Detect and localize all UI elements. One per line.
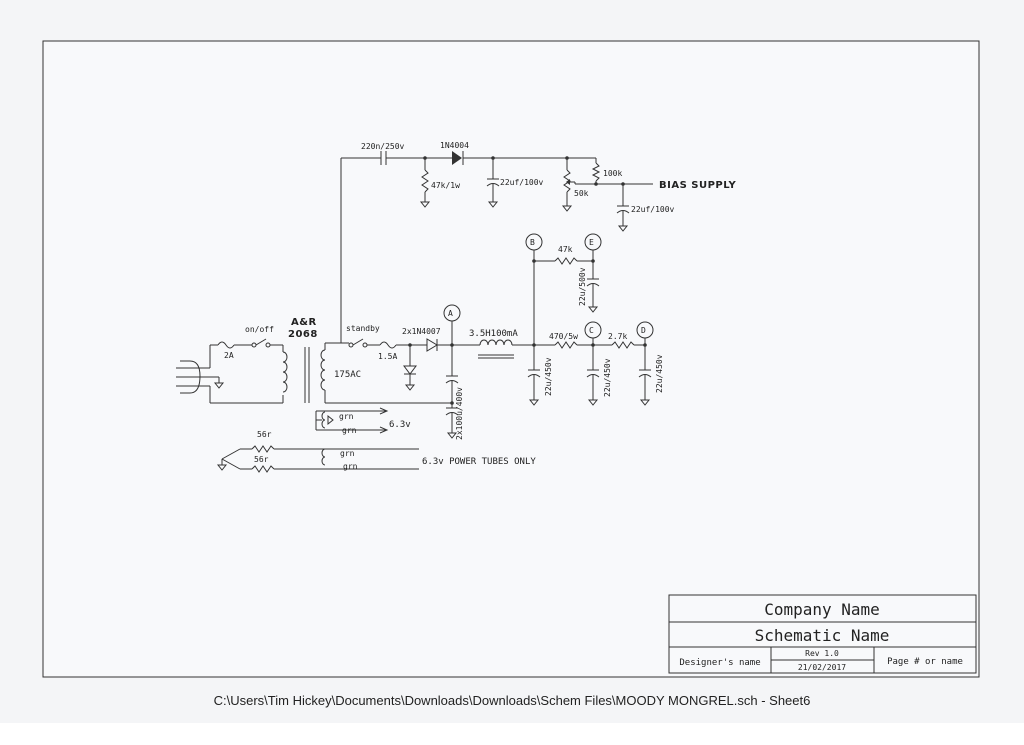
bias-supply-section xyxy=(340,151,653,343)
sheet-border xyxy=(42,40,980,678)
cap-bias1-label: 22uf/100v xyxy=(500,178,544,187)
power-tube-heater-section xyxy=(216,445,419,473)
cap-c-label: 22u/450v xyxy=(603,358,612,397)
rectifier-diodes-label: 2x1N4007 xyxy=(402,327,441,336)
bias-supply-label: BIAS SUPPLY xyxy=(659,180,737,191)
res-27k-label: 2.7k xyxy=(608,332,627,341)
node-e-label: E xyxy=(589,238,594,247)
cap-220n-label: 220n/250v xyxy=(361,142,405,151)
node-a-label: A xyxy=(448,309,453,318)
power-heater-wire-label-2: grn xyxy=(343,462,358,471)
transformer-brand-label: A&R xyxy=(291,317,317,328)
node-b-label: B xyxy=(530,238,535,247)
power-tube-heater-label: 6.3v POWER TUBES ONLY xyxy=(422,457,536,467)
res-47k-label: 47k xyxy=(558,245,573,254)
heater-voltage-label: 6.3v xyxy=(389,420,411,430)
onoff-switch-label: on/off xyxy=(245,325,274,334)
mains-input-section xyxy=(176,338,284,404)
hv-secondary-label: 175AC xyxy=(334,370,361,380)
diode-1n4004-label: 1N4004 xyxy=(440,141,469,150)
schematic-name: Schematic Name xyxy=(755,626,890,645)
node-c-label: C xyxy=(589,326,594,335)
transformer-model-label: 2068 xyxy=(288,329,318,340)
power-heater-wire-label-1: grn xyxy=(340,449,355,458)
filter-section xyxy=(478,233,654,406)
res-47k1w-label: 47k/1w xyxy=(431,181,460,190)
date: 21/02/2017 xyxy=(798,663,846,672)
cap-bias2-label: 22uf/100v xyxy=(631,205,675,214)
company-name: Company Name xyxy=(764,600,880,619)
fuse-15a-label: 1.5A xyxy=(378,352,397,361)
revision: Rev 1.0 xyxy=(805,649,839,658)
title-block: Company Name Schematic Name Designer's n… xyxy=(668,594,977,674)
component-labels: 220n/250v 1N4004 47k/1w 22uf/100v 100k 5… xyxy=(224,141,737,471)
standby-switch-label: standby xyxy=(346,324,380,333)
pot-50k-label: 50k xyxy=(574,189,589,198)
file-path-footer: C:\Users\Tim Hickey\Documents\Downloads\… xyxy=(214,693,811,708)
heater-wire-label-1: grn xyxy=(339,412,354,421)
cap-main-label: 2x100u/400v xyxy=(455,387,464,440)
res-100k-label: 100k xyxy=(603,169,622,178)
cap-d-label: 22u/450v xyxy=(655,354,664,393)
cap-e-label: 22u/500v xyxy=(578,267,587,306)
res-56r-label-1: 56r xyxy=(257,430,272,439)
designer-name: Designer's name xyxy=(679,658,760,668)
power-transformer xyxy=(282,342,452,466)
node-d-label: D xyxy=(641,326,646,335)
page-name: Page # or name xyxy=(887,657,963,667)
cap-b-label: 22u/450v xyxy=(544,357,553,396)
res-56r-label-2: 56r xyxy=(254,455,269,464)
fuse-2a-label: 2A xyxy=(224,351,234,360)
heater-wire-label-2: grn xyxy=(342,426,357,435)
res-470-label: 470/5w xyxy=(549,332,578,341)
choke-label: 3.5H100mA xyxy=(469,329,518,339)
standby-rectifier-section xyxy=(341,304,480,439)
